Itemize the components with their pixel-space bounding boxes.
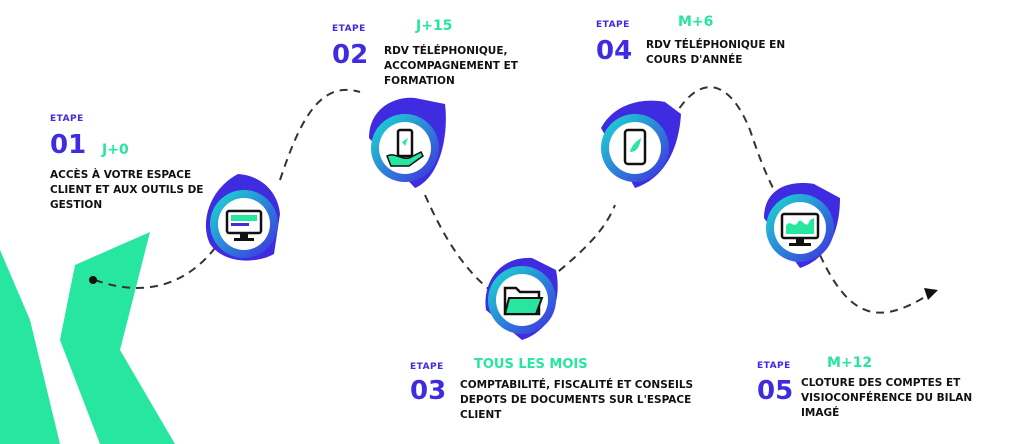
step-01-badge (205, 174, 280, 261)
step-04-badge (601, 100, 681, 189)
monitor-icon (225, 209, 263, 241)
dashed-journey-path (94, 86, 929, 314)
brand-shape-decoration (0, 232, 175, 444)
smartphone-icon (623, 128, 647, 166)
step-01-timing: J+0 (102, 142, 129, 158)
step-05-timing: M+12 (827, 355, 873, 371)
step-01-description: ACCÈS À VOTRE ESPACE CLIENT ET AUX OUTIL… (50, 169, 204, 211)
step-03-number: 03 (410, 376, 447, 406)
folder-icon (503, 286, 544, 316)
step-01: ETAPE 01 J+0 ACCÈS À VOTRE ESPACE CLIENT… (50, 114, 250, 224)
step-05-number: 05 (757, 376, 794, 406)
step-03: ETAPE 03 TOUS LES MOIS COMPTABILITÉ, FIS… (410, 356, 730, 436)
step-02-description: RDV TÉLÉPHONIQUE, ACCOMPAGNEMENT ET FORM… (384, 45, 518, 87)
chart-monitor-icon (780, 212, 820, 246)
step-02-timing: J+15 (416, 18, 453, 34)
step-03-description: COMPTABILITÉ, FISCALITÉ ET CONSEILS DEPO… (460, 379, 694, 421)
step-01-etape-label: ETAPE (50, 114, 84, 124)
step-03-badge (485, 257, 558, 340)
step-05-etape-label: ETAPE (757, 361, 791, 371)
step-05-description: CLOTURE DES COMPTES ET VISIOCONFÉRENCE D… (801, 377, 973, 419)
step-04-etape-label: ETAPE (596, 20, 630, 30)
step-02: ETAPE 02 J+15 RDV TÉLÉPHONIQUE, ACCOMPAG… (332, 18, 572, 98)
step-04-timing: M+6 (678, 14, 714, 30)
step-02-etape-label: ETAPE (332, 24, 366, 34)
step-05: ETAPE 05 M+12 CLOTURE DES COMPTES ET VIS… (757, 352, 997, 432)
step-02-number: 02 (332, 40, 369, 70)
phone-in-hand-icon (386, 128, 424, 167)
step-02-badge (369, 97, 446, 188)
step-03-etape-label: ETAPE (410, 362, 444, 372)
step-01-number: 01 (50, 130, 87, 160)
step-04-number: 04 (596, 36, 633, 66)
step-04-description: RDV TÉLÉPHONIQUE EN COURS D'ANNÉE (646, 39, 786, 66)
step-05-badge (764, 183, 840, 268)
end-arrow-icon (924, 288, 938, 300)
step-04: ETAPE 04 M+6 RDV TÉLÉPHONIQUE EN COURS D… (596, 14, 836, 84)
step-03-timing: TOUS LES MOIS (474, 357, 588, 372)
start-dot (89, 276, 97, 284)
